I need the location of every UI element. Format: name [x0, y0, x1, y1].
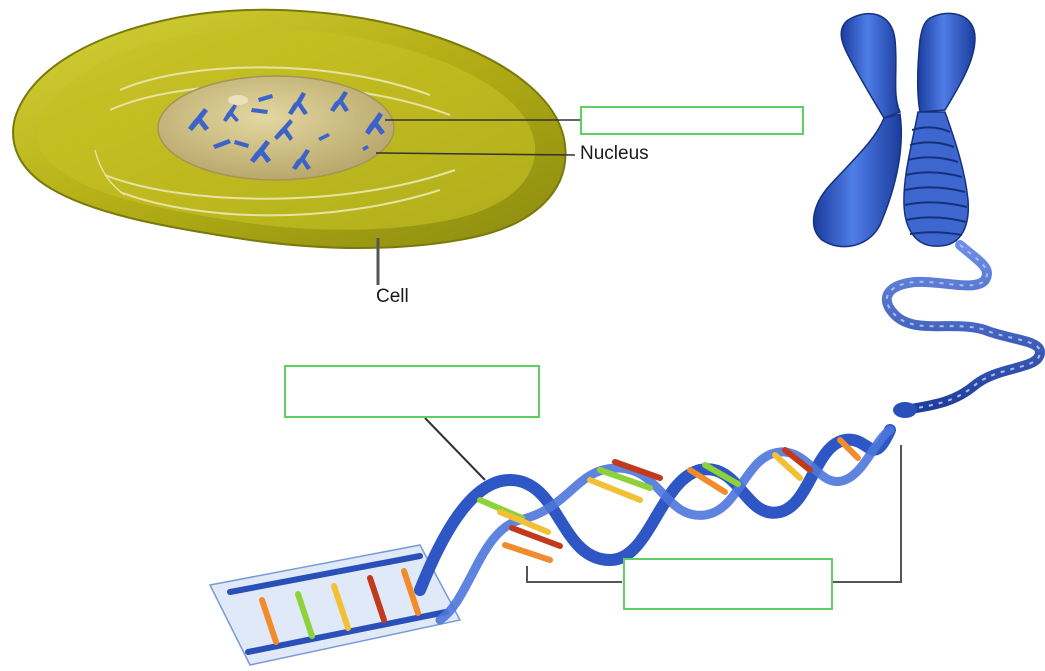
answer-box-bottom[interactable]: [623, 558, 833, 610]
cell-label: Cell: [376, 286, 409, 308]
leader-line-bottom-box-left: [527, 566, 622, 582]
leader-line-middle-box: [425, 418, 485, 480]
chromosome-icon: [814, 13, 1040, 418]
answer-box-middle-left[interactable]: [284, 365, 540, 418]
nucleus-label: Nucleus: [580, 143, 649, 165]
answer-box-top-right[interactable]: [580, 106, 804, 135]
dna-double-helix-illustration: [210, 430, 890, 665]
nucleus-illustration: [158, 76, 394, 180]
